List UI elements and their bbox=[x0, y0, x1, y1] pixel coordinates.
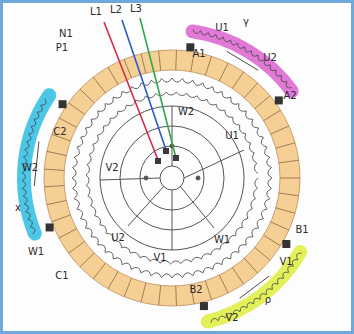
terminals bbox=[155, 148, 179, 164]
slot-tick bbox=[276, 208, 295, 214]
terminal-label: U2 bbox=[111, 233, 125, 243]
bus-ring bbox=[100, 106, 244, 250]
terminal bbox=[59, 100, 67, 108]
slot-tick bbox=[280, 178, 300, 179]
slot-tick bbox=[159, 285, 161, 305]
coil-turns bbox=[193, 29, 292, 87]
terminal-label: U1 bbox=[215, 23, 229, 33]
terminal-label: V1 bbox=[279, 257, 292, 267]
line-label: L2 bbox=[110, 5, 122, 15]
stator-edge bbox=[44, 50, 300, 306]
slot-tick bbox=[264, 235, 281, 246]
terminal-label: B1 bbox=[295, 225, 308, 235]
slot-tick bbox=[244, 258, 257, 273]
coil-wave bbox=[72, 78, 272, 278]
terminal-label: V2 bbox=[225, 313, 238, 323]
slot-tick bbox=[244, 83, 257, 98]
slot-tick bbox=[159, 51, 161, 71]
slot-tick bbox=[232, 268, 243, 285]
terminal-label: W1 bbox=[214, 235, 230, 245]
slot-tick bbox=[175, 50, 177, 70]
slot-tick bbox=[141, 283, 146, 302]
terminal-label: W2 bbox=[178, 107, 194, 117]
terminal-label: W1 bbox=[28, 247, 44, 257]
terminal-label: ρ bbox=[265, 295, 271, 305]
terminal-label: C2 bbox=[53, 127, 66, 137]
stator-ring bbox=[54, 60, 290, 296]
slot-tick bbox=[47, 200, 67, 204]
terminal bbox=[275, 96, 283, 104]
supply-lines bbox=[104, 18, 176, 160]
coil-turns bbox=[22, 99, 46, 235]
direction-arrow bbox=[240, 276, 269, 298]
slot-tick bbox=[52, 215, 71, 222]
inner-wires bbox=[100, 106, 244, 250]
slot-tick bbox=[271, 126, 289, 134]
slot-tick bbox=[205, 56, 211, 75]
terminal bbox=[282, 240, 290, 248]
slot-tick bbox=[93, 77, 105, 93]
terminal-label: A1 bbox=[192, 49, 205, 59]
terminal-label: U1 bbox=[225, 131, 239, 141]
stator-edge bbox=[64, 70, 280, 286]
terminal-label: N1 bbox=[59, 29, 73, 39]
slot-tick bbox=[124, 278, 131, 297]
slot-tick bbox=[108, 272, 118, 289]
terminal-label: γ bbox=[243, 17, 249, 27]
line-label: L3 bbox=[130, 4, 142, 14]
slot-tick bbox=[68, 241, 84, 253]
slot-tick bbox=[255, 247, 270, 260]
slot-tick bbox=[59, 229, 77, 238]
slot-ticks bbox=[44, 50, 300, 306]
slot-tick bbox=[219, 63, 228, 81]
terminal-label: U2 bbox=[263, 53, 277, 63]
phase-coil bbox=[193, 31, 292, 91]
slot-tick bbox=[264, 110, 281, 121]
terminal-label: A2 bbox=[283, 91, 296, 101]
line-label: L1 bbox=[90, 7, 102, 17]
slot-tick bbox=[279, 193, 299, 196]
terminal bbox=[46, 223, 54, 231]
phase-coils bbox=[22, 29, 302, 322]
slot-tick bbox=[271, 222, 289, 230]
coil-turns bbox=[211, 253, 302, 323]
slot-tick bbox=[141, 54, 146, 73]
terminal-label: P1 bbox=[56, 43, 68, 53]
coil-waves bbox=[72, 78, 272, 278]
terminal-label: C1 bbox=[55, 271, 68, 281]
coil-wave bbox=[86, 92, 258, 264]
terminal-label: V2 bbox=[105, 163, 118, 173]
terminal bbox=[200, 302, 208, 310]
direction-arrow bbox=[227, 51, 259, 70]
slot-tick bbox=[80, 89, 94, 103]
slot-tick bbox=[80, 253, 94, 267]
slot-tick bbox=[47, 151, 67, 155]
slot-tick bbox=[232, 72, 243, 89]
slot-tick bbox=[108, 67, 118, 84]
phase-coil bbox=[208, 252, 300, 322]
slot-tick bbox=[279, 160, 299, 163]
slot-tick bbox=[93, 263, 105, 279]
slot-tick bbox=[44, 186, 64, 187]
slot-tick bbox=[276, 143, 295, 149]
terminal-label: V1 bbox=[153, 253, 166, 263]
slot-tick bbox=[68, 103, 84, 115]
slot-tick bbox=[44, 169, 64, 170]
slot-tick bbox=[175, 286, 177, 306]
slot-tick bbox=[59, 118, 77, 127]
slot-tick bbox=[219, 275, 228, 293]
slot-tick bbox=[205, 281, 211, 300]
slot-tick bbox=[255, 96, 270, 109]
terminal-label: x bbox=[15, 203, 21, 213]
terminal-label: B2 bbox=[189, 285, 202, 295]
terminal-label: W2 bbox=[22, 163, 38, 173]
